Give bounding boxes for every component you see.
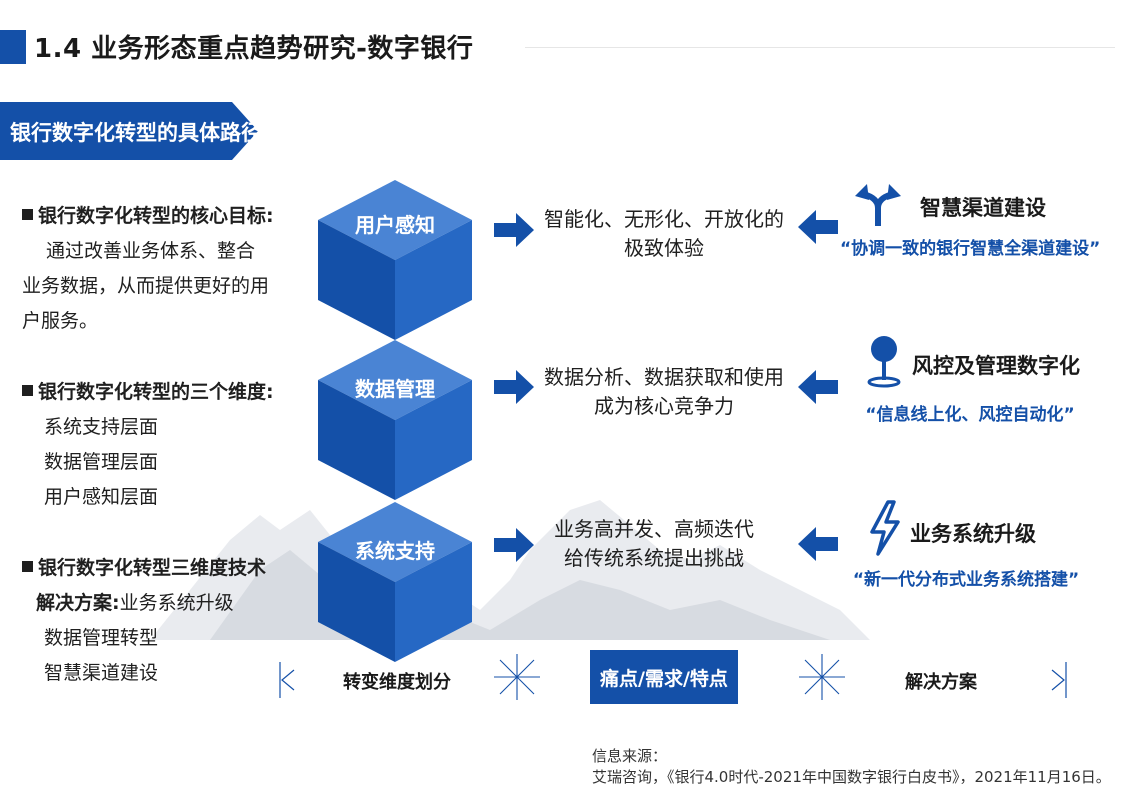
- star-separator-icon: [799, 654, 845, 700]
- bracket-left-icon: [279, 662, 295, 698]
- tech-line: 解决方案:业务系统升级: [36, 592, 234, 614]
- map-pin-icon: [867, 336, 901, 388]
- cube-label: 系统支持: [355, 539, 435, 563]
- solution-title: 智慧渠道建设: [920, 196, 1046, 220]
- pain-point-text: 智能化、无形化、开放化的极致体验: [544, 207, 784, 260]
- solution-quote: “协调一致的银行智慧全渠道建设”: [840, 239, 1101, 259]
- dimension-item: 用户感知层面: [44, 486, 159, 508]
- goal-line: 通过改善业务体系、整合: [46, 240, 256, 262]
- arrow-left-icon: [798, 527, 838, 561]
- arrow-right-icon: [494, 370, 534, 404]
- goal-line: 户服务。: [22, 310, 99, 332]
- bottom-label-dimension: 转变维度划分: [343, 672, 451, 693]
- pain-point-text: 业务高并发、高频迭代给传统系统提出挑战: [554, 517, 754, 570]
- square-bullet-icon: [22, 561, 33, 572]
- arrow-left-icon: [798, 370, 838, 404]
- cube-label: 用户感知: [355, 213, 435, 237]
- solution-title: 风控及管理数字化: [912, 354, 1080, 378]
- arrow-right-icon: [494, 528, 534, 562]
- dimension-heading: 银行数字化转型的三个维度:: [22, 377, 274, 404]
- solution-title: 业务系统升级: [910, 522, 1036, 546]
- arrow-right-icon: [494, 213, 534, 247]
- lightning-bolt-icon: [870, 500, 900, 556]
- tech-item: 智慧渠道建设: [44, 662, 159, 684]
- goal-heading: 银行数字化转型的核心目标:: [22, 201, 274, 228]
- tech-heading: 银行数字化转型三维度技术: [22, 553, 266, 580]
- square-bullet-icon: [22, 209, 33, 220]
- page-title: 1.4 业务形态重点趋势研究-数字银行: [34, 34, 474, 64]
- goal-line: 业务数据，从而提供更好的用: [22, 275, 270, 297]
- bottom-label-pain-points: 痛点/需求/特点: [600, 668, 728, 690]
- pain-point-text: 数据分析、数据获取和使用成为核心竞争力: [544, 365, 784, 418]
- bottom-label-solution: 解决方案: [905, 672, 977, 693]
- square-bullet-icon: [22, 385, 33, 396]
- cube-system-support: [318, 502, 472, 662]
- cube-label: 数据管理: [355, 377, 435, 401]
- source-text: 艾瑞咨询，《银行4.0时代-2021年中国数字银行白皮书》，2021年11月16…: [592, 768, 1111, 786]
- title-accent-bar: [0, 30, 26, 64]
- dimension-item: 数据管理层面: [44, 451, 159, 473]
- dimension-item: 系统支持层面: [44, 416, 159, 438]
- bottom-label-highlight-box: [590, 650, 738, 704]
- bracket-right-icon: [1051, 662, 1067, 698]
- cube-data-management: [318, 340, 472, 500]
- split-road-arrow-icon: [855, 184, 901, 226]
- cube-user-perception: [318, 180, 472, 340]
- solution-quote: “信息线上化、风控自动化”: [865, 405, 1075, 425]
- section-banner-text: 银行数字化转型的具体路径: [10, 121, 262, 145]
- star-separator-icon: [494, 654, 540, 700]
- arrow-left-icon: [798, 210, 838, 244]
- solution-quote: “新一代分布式业务系统搭建”: [852, 570, 1080, 590]
- title-divider: [525, 47, 1115, 48]
- source-label: 信息来源：: [592, 747, 668, 765]
- section-banner: [0, 102, 258, 160]
- tech-item: 数据管理转型: [44, 627, 159, 649]
